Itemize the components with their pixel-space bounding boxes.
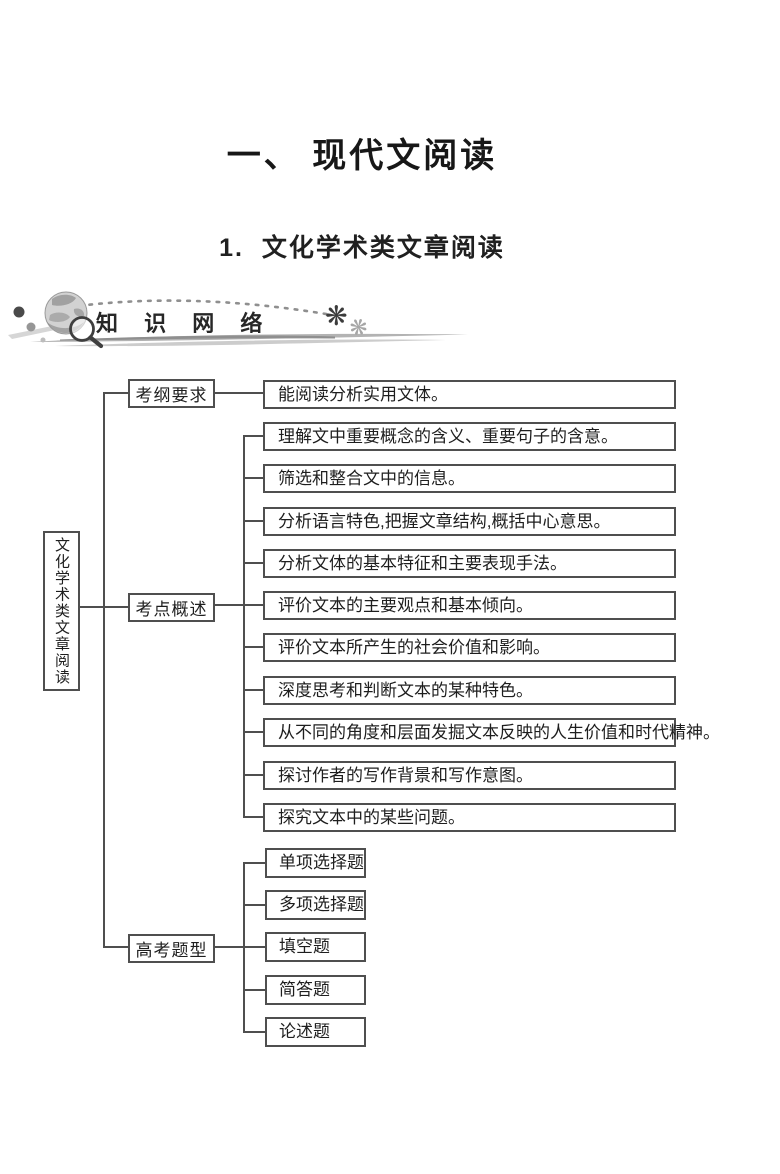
connector-line [243,774,263,776]
connector-line [215,946,243,948]
connector-line [243,435,245,818]
leaf-node: 简答题 [265,975,366,1005]
connector-line [103,392,105,948]
connector-line [243,816,263,818]
branch-label: 考纲要求 [135,386,208,405]
leaf-node: 探究文本中的某些问题。 [263,803,676,832]
connector-line [243,946,265,948]
dotted-arc [68,299,334,317]
globe-continent [49,312,70,322]
branch-label: 考点概述 [135,600,208,619]
connector-line [243,477,263,479]
leaf-node: 多项选择题 [265,890,366,920]
connector-line [243,689,263,691]
connector-line [243,646,263,648]
leaf-node: 评价文本的主要观点和基本倾向。 [263,591,676,620]
connector-line [105,392,128,394]
section-title: 1. 文化学术类文章阅读 [219,234,505,262]
connector-line [215,604,243,606]
leaf-node: 评价文本所产生的社会价值和影响。 [263,633,676,662]
branch-node-exam-points: 考点概述 [128,593,215,622]
leaf-node: 分析语言特色,把握文章结构,概括中心意思。 [263,507,676,536]
connector-line [243,1031,265,1033]
swoosh-stroke [55,339,446,347]
leaf-node: 分析文体的基本特征和主要表现手法。 [263,549,676,578]
flower-icon: ❋ [325,301,348,331]
leaf-node: 填空题 [265,932,366,962]
leaf-node: 单项选择题 [265,848,366,878]
branch-node-exam-syllabus: 考纲要求 [128,379,215,408]
connector-line [243,862,265,864]
decor-dot-gray [26,322,36,332]
globe-continent [52,294,76,306]
swoosh-stroke [60,335,335,341]
decor-dot-dark [13,306,25,318]
globe-continent [73,308,85,317]
leaf-node: 论述题 [265,1017,366,1047]
leaf-node: 筛选和整合文中的信息。 [263,464,676,493]
magnifier-lens [69,316,95,342]
swoosh-tail [8,326,55,339]
connector-line [243,731,263,733]
branch-label: 高考题型 [135,941,208,960]
leaf-node: 探讨作者的写作背景和写作意图。 [263,761,676,790]
root-node-label: 文化学术类文章阅读 [53,536,70,686]
connector-line [215,392,263,394]
branch-node-question-types: 高考题型 [128,934,215,963]
connector-line [243,904,265,906]
leaf-node: 深度思考和判断文本的某种特色。 [263,676,676,705]
connector-line [80,606,128,608]
leaf-node: 能阅读分析实用文体。 [263,380,676,409]
banner-title: 知 识 网 络 [96,311,273,336]
connector-line [243,562,263,564]
magnifier-handle [88,335,104,349]
decor-dot-light [40,337,46,343]
page-title: 一、 现代文阅读 [226,138,498,175]
connector-line [243,520,263,522]
leaf-node: 从不同的角度和层面发掘文本反映的人生价值和时代精神。 [263,718,720,747]
connector-line [105,946,128,948]
leaf-node: 理解文中重要概念的含义、重要句子的含意。 [263,422,676,451]
connector-line [243,435,263,437]
globe-magnifier-icon [8,291,468,349]
connector-line [243,989,265,991]
connector-line [243,604,263,606]
root-node: 文化学术类文章阅读 [43,531,80,691]
